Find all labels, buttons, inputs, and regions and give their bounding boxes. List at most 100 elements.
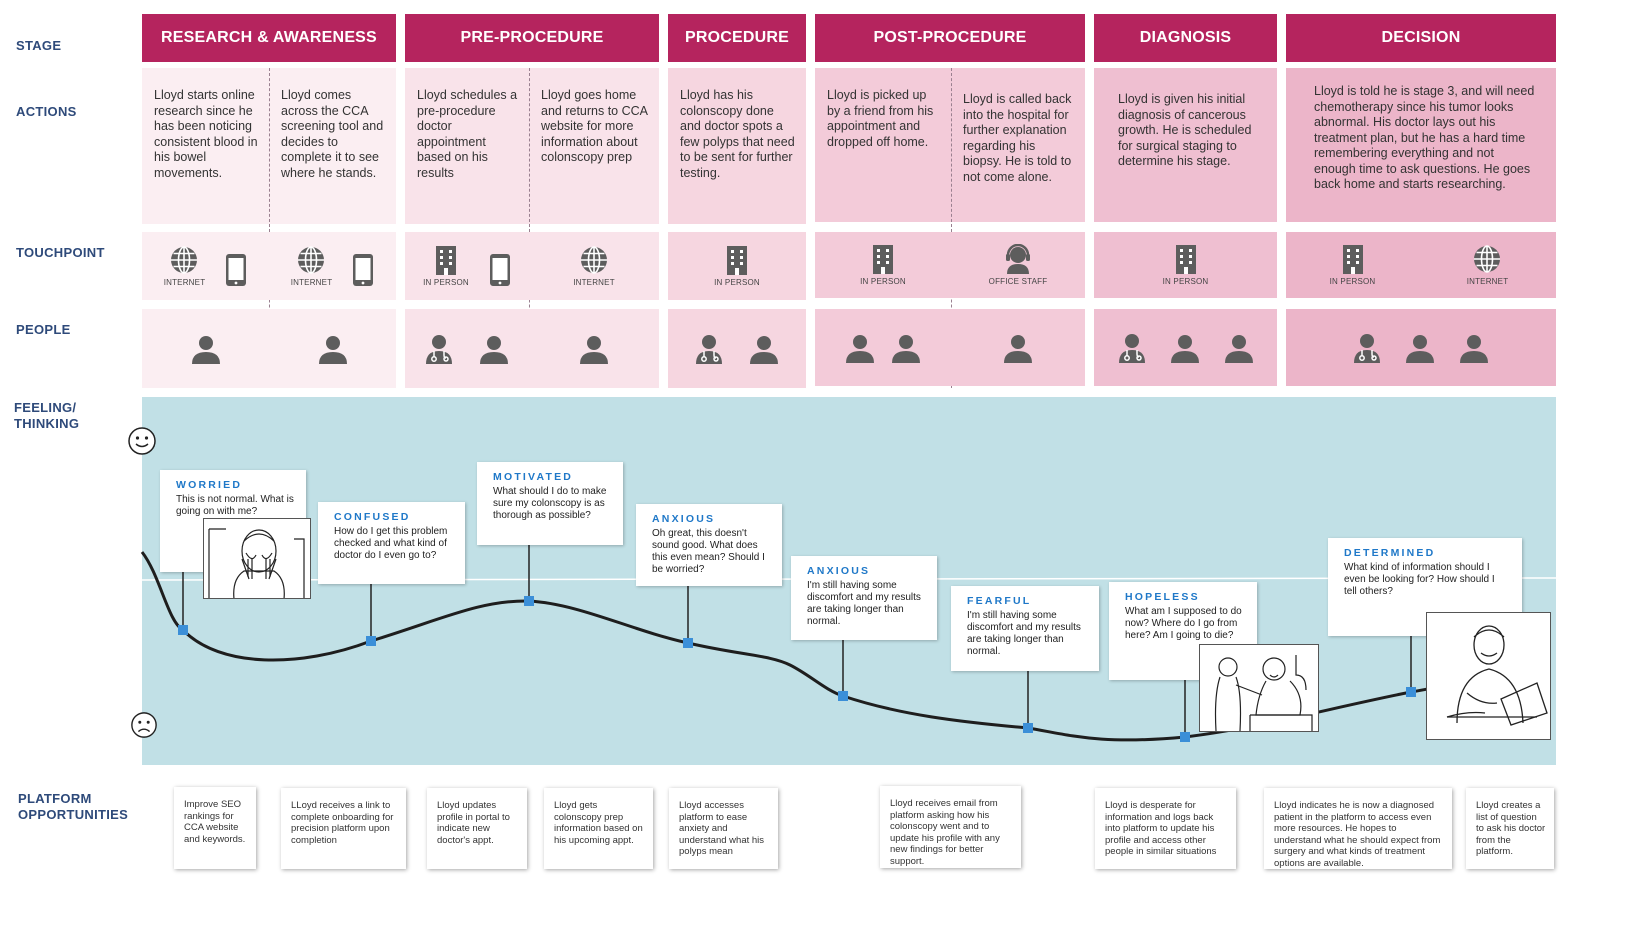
person-icon: [845, 333, 875, 363]
touchpoint-diagnosis: IN PERSON: [1094, 232, 1277, 298]
person-icon: [318, 334, 348, 364]
stage-procedure: PROCEDURE: [668, 14, 806, 62]
doctor-icon: [1118, 333, 1146, 363]
emotion-anxious-1: ANXIOUS Oh great, this doesn't sound goo…: [636, 504, 782, 586]
touchpoint-caption: IN PERSON: [714, 278, 760, 287]
emotion-text: I'm still having some discomfort and my …: [967, 610, 1081, 657]
person-icon: [479, 334, 509, 364]
emotion-title: ANXIOUS: [807, 565, 871, 577]
doctor-icon: [425, 334, 453, 364]
emotion-title: DETERMINED: [1344, 547, 1436, 559]
emotion-text: I'm still having some discomfort and my …: [807, 580, 921, 627]
action-diagnosis: Lloyd is given his initial diagnosis of …: [1094, 68, 1277, 222]
row-label-actions: ACTIONS: [16, 104, 77, 119]
opportunity-card: Lloyd gets colonscopy prep information b…: [544, 788, 653, 869]
building-icon: [871, 244, 895, 274]
sketch-man-laptop-illustration: [1426, 612, 1551, 740]
row-label-people: PEOPLE: [16, 322, 71, 337]
touchpoint-caption: IN PERSON: [423, 278, 469, 287]
action-post-procedure-1: Lloyd is picked up by a friend from his …: [815, 68, 951, 222]
opportunity-card: LLoyd receives a link to complete onboar…: [281, 788, 406, 869]
person-icon: [1459, 333, 1489, 363]
stage-diagnosis: DIAGNOSIS: [1094, 14, 1277, 62]
action-pre-procedure-1: Lloyd schedules a pre-procedure doctor a…: [405, 68, 529, 224]
person-icon: [1405, 333, 1435, 363]
building-icon: [1341, 244, 1365, 274]
emotion-text: What am I supposed to do now? Where do I…: [1125, 606, 1242, 641]
touchpoint-caption: IN PERSON: [860, 277, 906, 286]
stage-post-procedure: POST-PROCEDURE: [815, 14, 1085, 62]
divider-research: [269, 68, 270, 388]
people-post-procedure-2: [951, 309, 1085, 386]
opportunity-card: Lloyd creates a list of question to ask …: [1466, 788, 1554, 869]
people-research-2: [269, 309, 396, 388]
emotion-confused: CONFUSED How do I get this problem check…: [318, 502, 465, 584]
action-procedure: Lloyd has his colonscopy done and doctor…: [668, 68, 806, 224]
emotion-title: HOPELESS: [1125, 591, 1200, 603]
building-icon: [434, 245, 458, 275]
emotion-title: WORRIED: [176, 479, 243, 491]
row-label-opportunities: PLATFORM OPPORTUNITIES: [18, 791, 129, 822]
sketch-worried-man-illustration: [203, 518, 311, 599]
person-icon: [1224, 333, 1254, 363]
touchpoint-decision-2: INTERNET: [1419, 232, 1556, 298]
emotion-text: Oh great, this doesn't sound good. What …: [652, 528, 765, 575]
globe-icon: [1472, 244, 1502, 274]
opportunity-card: Lloyd updates profile in portal to indic…: [427, 788, 527, 869]
touchpoint-caption: INTERNET: [1466, 277, 1509, 286]
row-label-stage: STAGE: [16, 38, 62, 53]
opportunity-card: Lloyd receives email from platform askin…: [880, 786, 1021, 868]
building-icon: [1174, 244, 1198, 274]
opportunity-card: Lloyd is desperate for information and l…: [1095, 788, 1236, 869]
touchpoint-pre-procedure-2: INTERNET: [529, 232, 659, 300]
opportunity-card: Lloyd indicates he is now a diagnosed pa…: [1264, 788, 1452, 869]
globe-icon: [579, 245, 609, 275]
emotion-text: What kind of information should I even b…: [1344, 562, 1495, 597]
people-research-1: [142, 309, 269, 388]
smartphone-icon: [352, 253, 374, 287]
emotion-title: ANXIOUS: [652, 513, 716, 525]
action-research-1: Lloyd starts online research since he ha…: [142, 68, 269, 224]
emotion-title: MOTIVATED: [493, 471, 574, 483]
touchpoint-research-1: INTERNET: [142, 232, 269, 300]
headset-person-icon: [1004, 244, 1032, 274]
person-icon: [191, 334, 221, 364]
stage-decision: DECISION: [1286, 14, 1556, 62]
touchpoint-caption: IN PERSON: [1162, 277, 1209, 286]
divider-pre-procedure: [529, 68, 530, 388]
smiley-face-icon: [127, 426, 157, 461]
action-pre-procedure-2: Lloyd goes home and returns to CCA websi…: [529, 68, 659, 224]
touchpoint-caption: IN PERSON: [1329, 277, 1376, 286]
doctor-icon: [1353, 333, 1381, 363]
globe-icon: [169, 245, 199, 275]
emotion-title: CONFUSED: [334, 511, 411, 523]
touchpoint-caption: INTERNET: [290, 278, 333, 287]
row-label-touchpoint: TOUCHPOINT: [16, 245, 105, 260]
people-post-procedure-1: [815, 309, 951, 386]
people-decision: [1286, 309, 1556, 386]
row-label-feeling: FEELING/ THINKING: [14, 400, 80, 431]
divider-post-procedure: [951, 68, 952, 388]
touchpoint-caption: INTERNET: [573, 278, 615, 287]
emotion-title: FEARFUL: [967, 595, 1032, 607]
touchpoint-caption: OFFICE STAFF: [988, 277, 1048, 286]
person-icon: [1003, 333, 1033, 363]
touchpoint-procedure: IN PERSON: [668, 232, 806, 300]
person-icon: [749, 334, 779, 364]
action-post-procedure-2: Lloyd is called back into the hospital f…: [951, 68, 1085, 222]
emotion-anxious-2: ANXIOUS I'm still having some discomfort…: [791, 556, 937, 640]
people-diagnosis: [1094, 309, 1277, 386]
emotion-text: This is not normal. What is going on wit…: [176, 494, 294, 517]
sketch-doctor-patient-illustration: [1199, 644, 1319, 732]
globe-icon: [296, 245, 326, 275]
person-icon: [891, 333, 921, 363]
stage-research: RESEARCH & AWARENESS: [142, 14, 396, 62]
emotion-motivated: MOTIVATED What should I do to make sure …: [477, 462, 623, 545]
people-pre-procedure-1: [405, 309, 529, 388]
touchpoint-pre-procedure-1: IN PERSON: [405, 232, 529, 300]
touchpoint-caption: INTERNET: [163, 278, 206, 287]
person-icon: [579, 334, 609, 364]
action-decision: Lloyd is told he is stage 3, and will ne…: [1286, 68, 1556, 222]
touchpoint-post-procedure-2: OFFICE STAFF: [951, 232, 1085, 298]
action-research-2: Lloyd comes across the CCA screening too…: [269, 68, 396, 224]
